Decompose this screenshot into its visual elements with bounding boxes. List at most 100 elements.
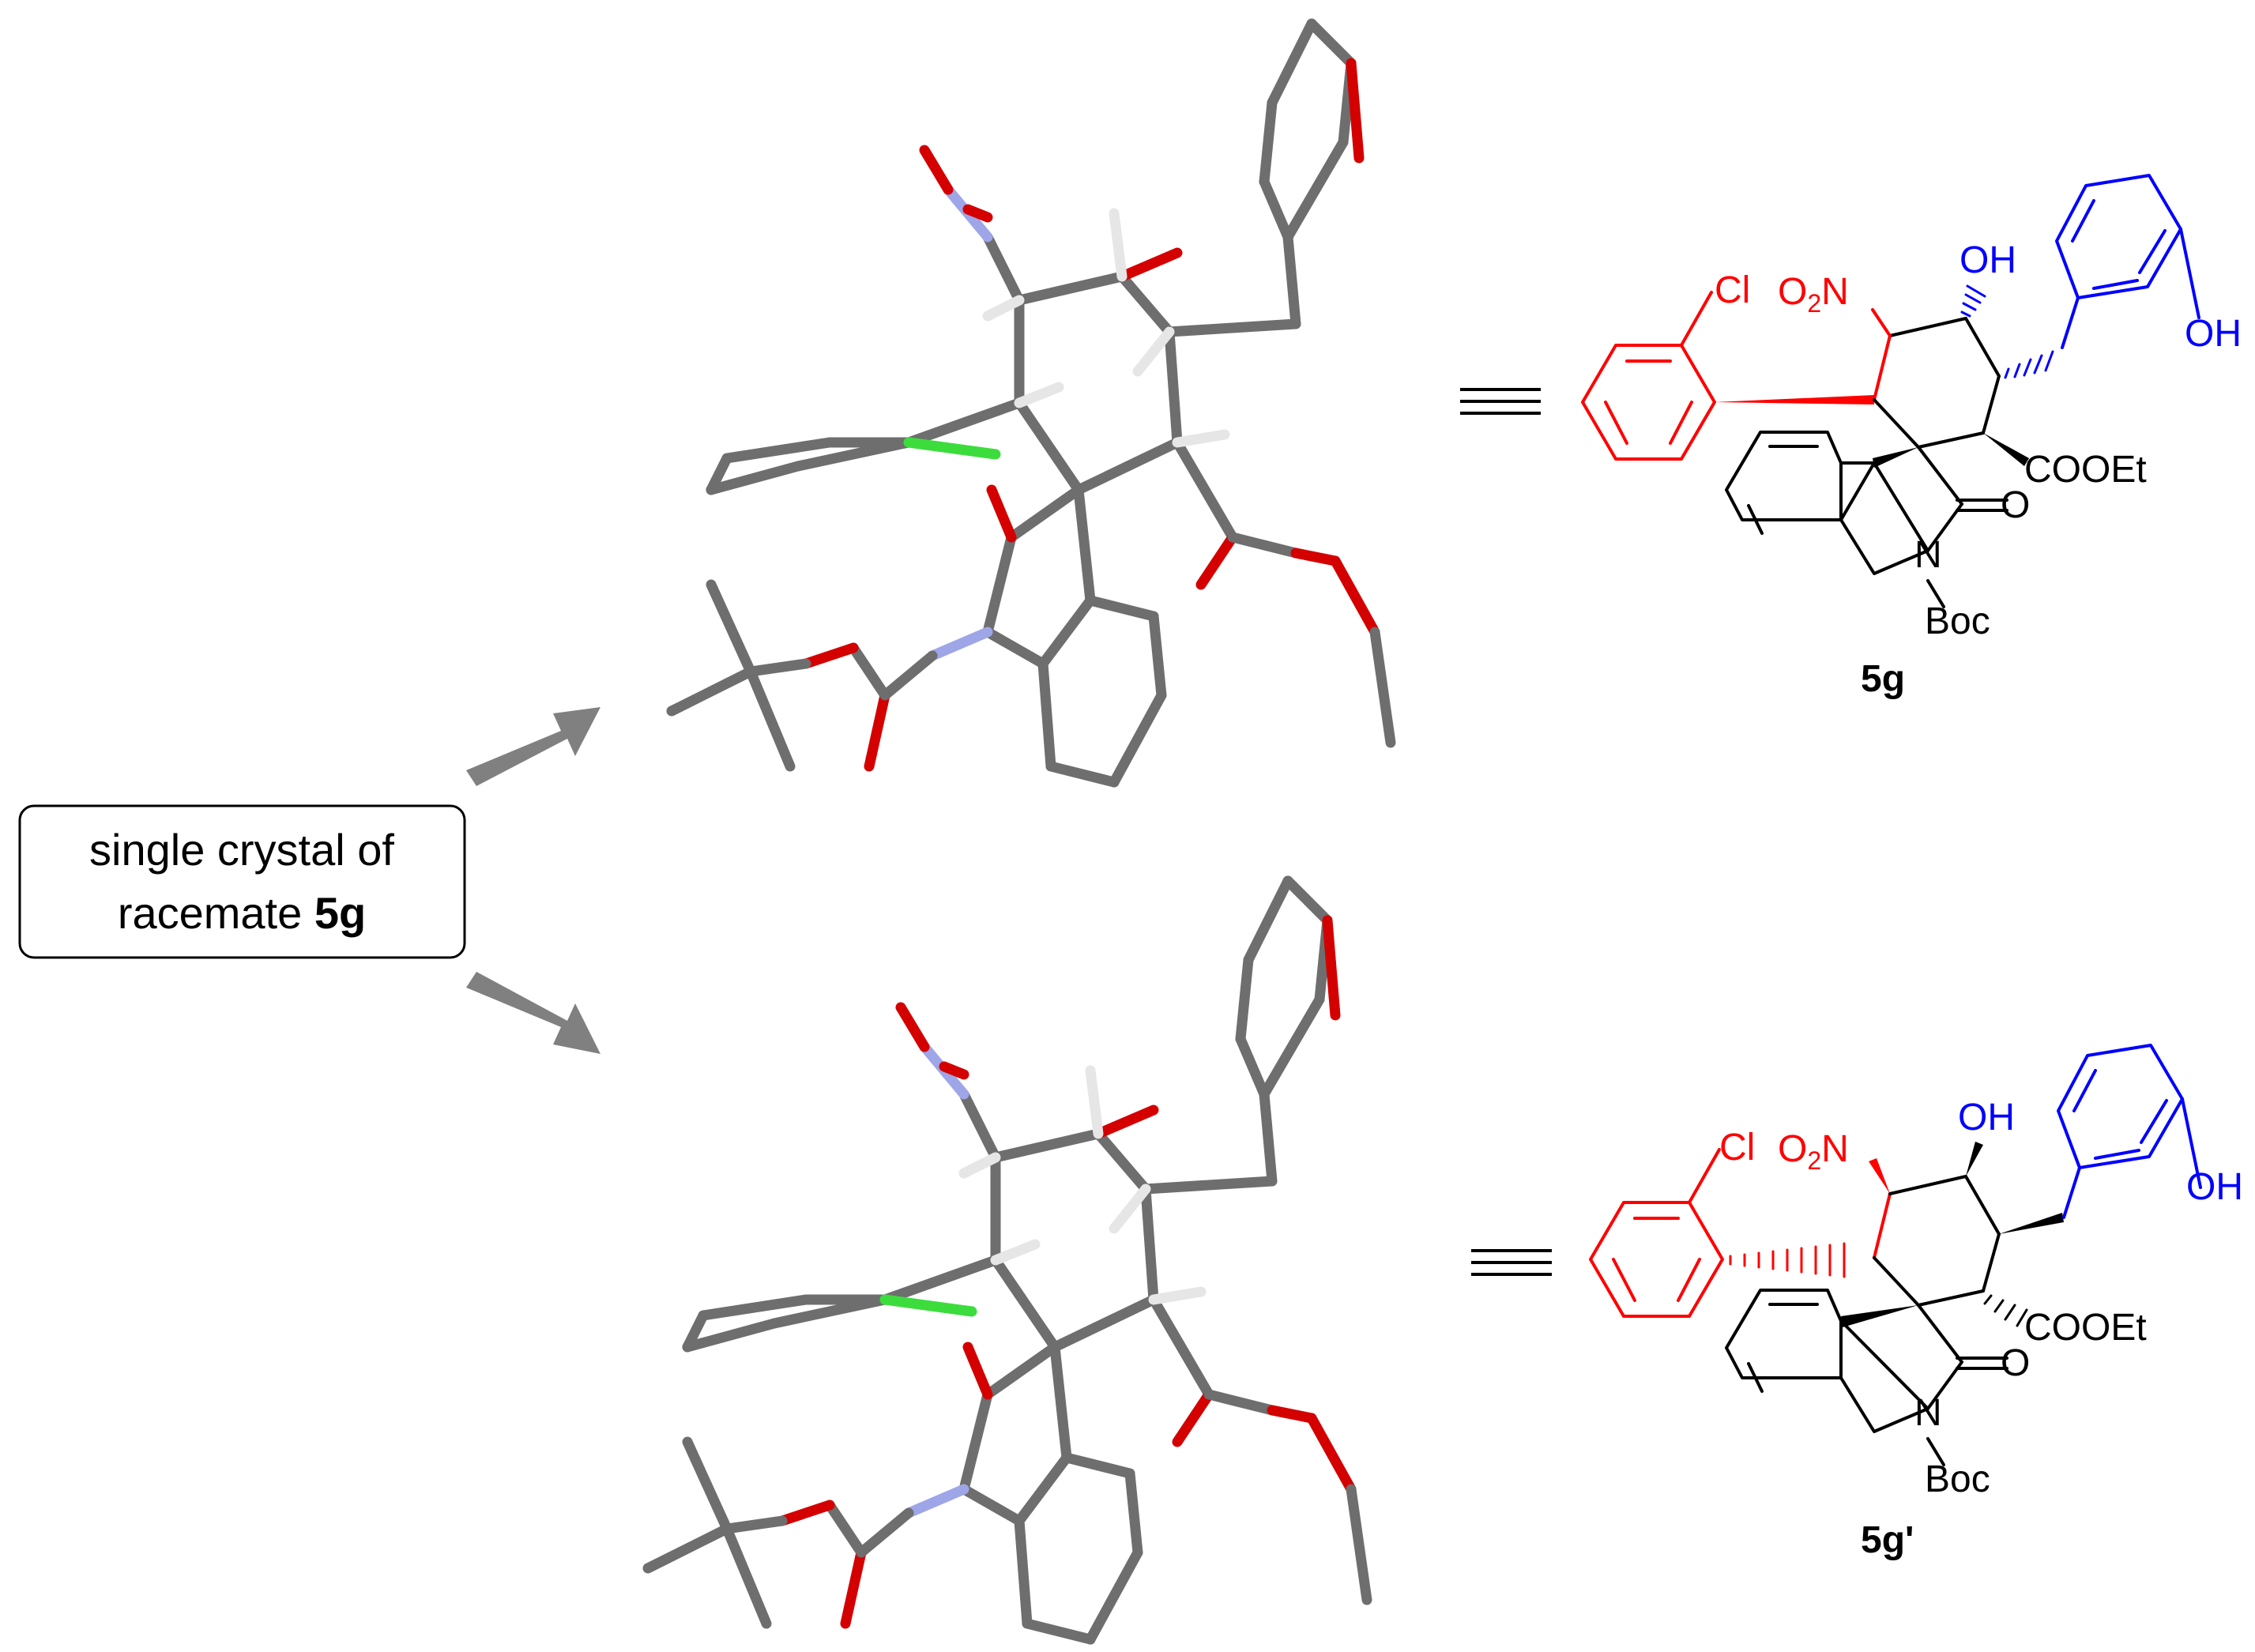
no2-label: O2N [1778,1128,1849,1175]
carbonyl-o-label: O [2001,1342,2030,1384]
stick-bond [1164,318,1301,337]
stick-bond [682,1310,709,1353]
stick-bond [1124,1468,1143,1558]
stick-bond [1267,1405,1317,1424]
stick-bond [1116,247,1183,282]
stick-bond [958,1389,993,1495]
stick-bond [1259,97,1278,187]
carbonyl-o-label: O [2001,484,2030,526]
stick-bond [706,579,756,677]
stick-bond [879,1294,977,1317]
stick-bond [1282,875,1333,926]
stick-bond [1172,429,1230,448]
stick-bond [1049,1294,1159,1353]
oh-label-ring: OH [1958,1097,2015,1138]
oh-label-phenol: OH [2186,1166,2243,1208]
stick-bond [1148,611,1167,701]
stick-bond [777,1500,835,1526]
stick-bond [1109,690,1167,788]
stick-bond [1073,484,1096,606]
compound-label-5g-prime: 5g' [1861,1519,1914,1561]
stick-bond [903,1484,969,1518]
hydroxyphenyl-ring [2055,174,2200,349]
stick-bond [1322,915,1341,1021]
stick-bond [982,231,1025,306]
stick-bond [895,1002,930,1052]
stick-bond [1022,1618,1096,1645]
cl-label: Cl [1715,269,1750,311]
stick-bond [1148,1286,1207,1305]
chlorophenyl-ring [1581,291,1716,461]
stick-bond [1140,1183,1159,1305]
stick-bond [879,1255,1001,1305]
box-line1: single crystal of [89,825,394,875]
hydroxyphenyl-ring [2057,1044,2202,1219]
stick-bond [982,1342,1060,1400]
stick-bond [1140,1176,1278,1195]
stick-bond [721,1523,772,1629]
stick-bond [1346,58,1365,164]
stick-bond [1330,555,1380,638]
stick-bond [666,666,756,717]
stick-bond [1259,176,1293,243]
stick-bond [1093,1128,1151,1195]
stick-bond [1369,627,1396,748]
stick-bond [962,204,993,223]
stick-bond [958,1089,1001,1163]
stick-bond [903,397,1025,448]
stick-bond [982,627,1048,669]
stick-bond [1109,1183,1151,1234]
stick-bond [1014,271,1128,306]
stick-bond [1093,1104,1159,1139]
stick-bond [1148,1294,1214,1400]
equivalence-symbol-bottom [1471,1249,1552,1276]
stick-bond [990,1255,1060,1353]
stick-bond [990,1128,1104,1163]
oh-label-ring: OH [1959,239,2016,281]
stick-bond [800,642,859,669]
stick-bond [1116,271,1175,337]
crystal-structure-5g-prime [642,875,1372,1645]
stick-bond [642,1523,732,1574]
stick-bond [1014,1452,1072,1526]
stick-bond [958,1152,1001,1179]
stick-bond [982,532,1017,638]
stick-bond [1346,1484,1372,1605]
stick-bond [1049,1342,1072,1463]
stick-bond [1227,532,1301,559]
stick-bond [1235,954,1254,1044]
arrow-down-right [466,972,600,1054]
stick-bond [939,1061,969,1080]
stick-bond [1259,994,1325,1100]
stick-bond [864,690,890,772]
stick-bond [721,1515,788,1534]
stick-bond [958,1484,1025,1526]
stick-bond [1164,326,1183,448]
stick-bond [848,642,890,701]
no2-label: O2N [1778,271,1849,318]
stick-bond [990,1239,1041,1266]
stick-bond [1085,1065,1104,1139]
stick-bond [698,1294,811,1321]
cl-label: Cl [1719,1127,1755,1168]
box-line2: racemate 5g [118,888,366,938]
structure-5g: Cl O2N OH OH COOEt O N Boc 5g [1581,174,2242,700]
stick-bond [1203,1389,1278,1416]
stick-bond [1282,231,1301,329]
stick-bond [1085,1547,1143,1645]
crystal-structure-5g [666,18,1396,788]
stick-bond [962,1342,993,1400]
stick-bond [1195,532,1238,590]
stick-bond [721,437,835,464]
stick-bond [1109,208,1128,282]
stick-bond [856,1507,914,1558]
stick-bond [1259,1089,1278,1187]
stick-bond [982,295,1025,322]
stick-bond [1045,761,1120,788]
stick-bond [1014,397,1084,495]
stick-bond [1037,595,1096,669]
stick-bond [879,650,938,701]
stick-bond [840,1547,867,1629]
racemate-box: single crystal of racemate 5g [18,804,466,959]
